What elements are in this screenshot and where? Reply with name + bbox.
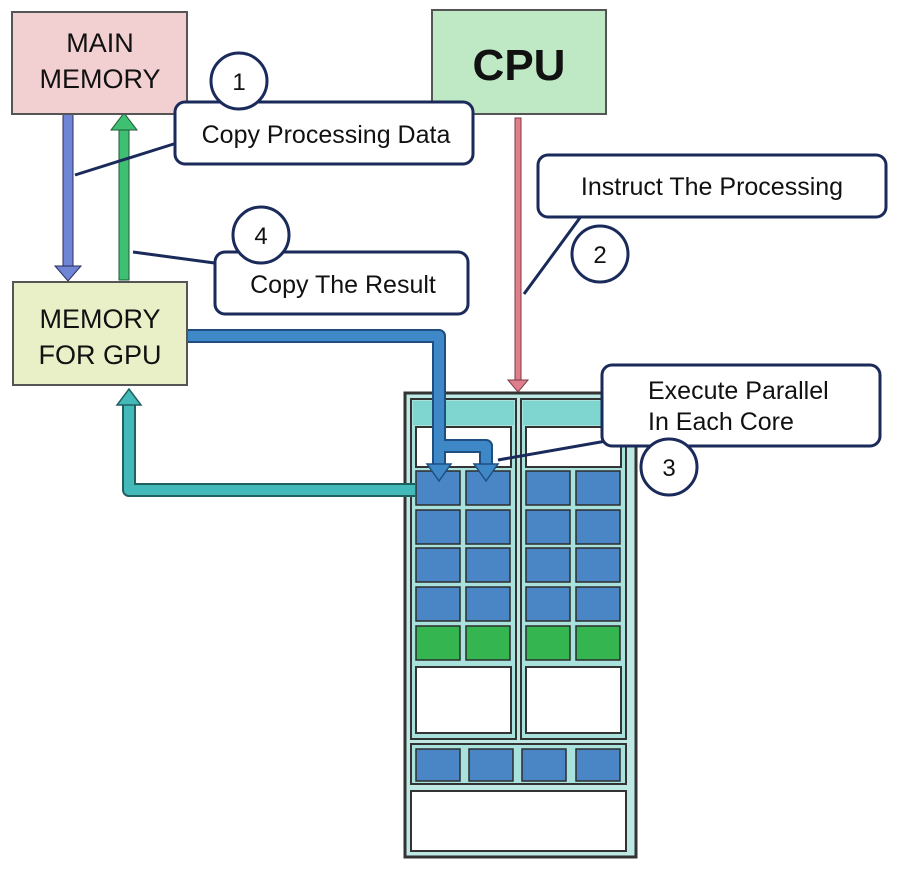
special-core-r5-c4 xyxy=(575,625,621,661)
callout-step1-bubble xyxy=(173,100,475,166)
results-back-arrow xyxy=(115,387,415,497)
step3-number-circle xyxy=(639,437,699,497)
main-memory-label-line1: MAIN xyxy=(66,28,134,58)
sm-header-left xyxy=(413,401,514,425)
core-r3-c2 xyxy=(465,547,511,583)
step1-number-circle xyxy=(209,51,269,111)
callout-step2-text: Instruct The Processing xyxy=(581,173,843,201)
gpu-memory-label-line2: FOR GPU xyxy=(38,340,161,370)
core-r2-c1 xyxy=(415,509,461,545)
callout-step3-text-line2: In Each Core xyxy=(648,408,794,436)
core-r3-c3 xyxy=(525,547,571,583)
main-memory-label-line2: MEMORY xyxy=(39,64,160,94)
main-memory-box: MAIN MEMORY xyxy=(11,11,188,115)
core-r3-c4 xyxy=(575,547,621,583)
core-r4-c2 xyxy=(465,586,511,622)
step4-number: 4 xyxy=(254,223,267,250)
callout-step4-text: Copy The Result xyxy=(250,271,436,299)
core-r1-c3 xyxy=(525,470,571,506)
step1-number: 1 xyxy=(232,69,245,96)
step2-number-circle xyxy=(570,224,630,284)
cpu-box: CPU xyxy=(431,9,607,115)
gpu-memory-box: MEMORY FOR GPU xyxy=(12,281,188,386)
core-r3-c1 xyxy=(415,547,461,583)
core-r4-c4 xyxy=(575,586,621,622)
bottom-core-1 xyxy=(415,748,461,782)
core-r2-c4 xyxy=(575,509,621,545)
callout-step2: Instruct The Processing 2 xyxy=(522,153,888,295)
callout-step3-text-line1: Execute Parallel xyxy=(648,377,829,405)
special-core-r5-c2 xyxy=(465,625,511,661)
callout-step4: Copy The Result 4 xyxy=(132,205,470,316)
bottom-core-3 xyxy=(521,748,567,782)
core-r1-c4 xyxy=(575,470,621,506)
callout-step3: Execute Parallel In Each Core 3 xyxy=(497,363,882,497)
gpu-chip xyxy=(403,391,638,859)
special-core-r5-c1 xyxy=(415,625,461,661)
copy-data-arrow xyxy=(53,112,83,282)
core-r2-c2 xyxy=(465,509,511,545)
step4-number-circle xyxy=(231,205,291,265)
callout-step1: Copy Processing Data 1 xyxy=(74,51,475,177)
cache-left xyxy=(415,666,512,734)
callout-step1-text: Copy Processing Data xyxy=(202,121,451,149)
step2-number: 2 xyxy=(593,242,606,269)
bottom-core-4 xyxy=(575,748,621,782)
bottom-core-2 xyxy=(468,748,514,782)
callout-step3-bubble xyxy=(600,363,882,448)
callout-step4-bubble xyxy=(213,250,470,316)
core-r2-c3 xyxy=(525,509,571,545)
cache-right xyxy=(525,666,622,734)
core-r4-c1 xyxy=(415,586,461,622)
data-to-cores-arrow xyxy=(188,329,500,483)
cpu-label: CPU xyxy=(473,41,566,90)
special-core-r5-c3 xyxy=(525,625,571,661)
gpu-memory-label-line1: MEMORY xyxy=(39,304,160,334)
core-r4-c3 xyxy=(525,586,571,622)
core-grid xyxy=(415,470,621,661)
callout-step2-bubble xyxy=(536,153,888,219)
copy-result-arrow xyxy=(109,112,139,281)
step3-number: 3 xyxy=(662,455,675,482)
instruct-arrow xyxy=(506,117,530,393)
gpu-global-area xyxy=(410,790,627,852)
